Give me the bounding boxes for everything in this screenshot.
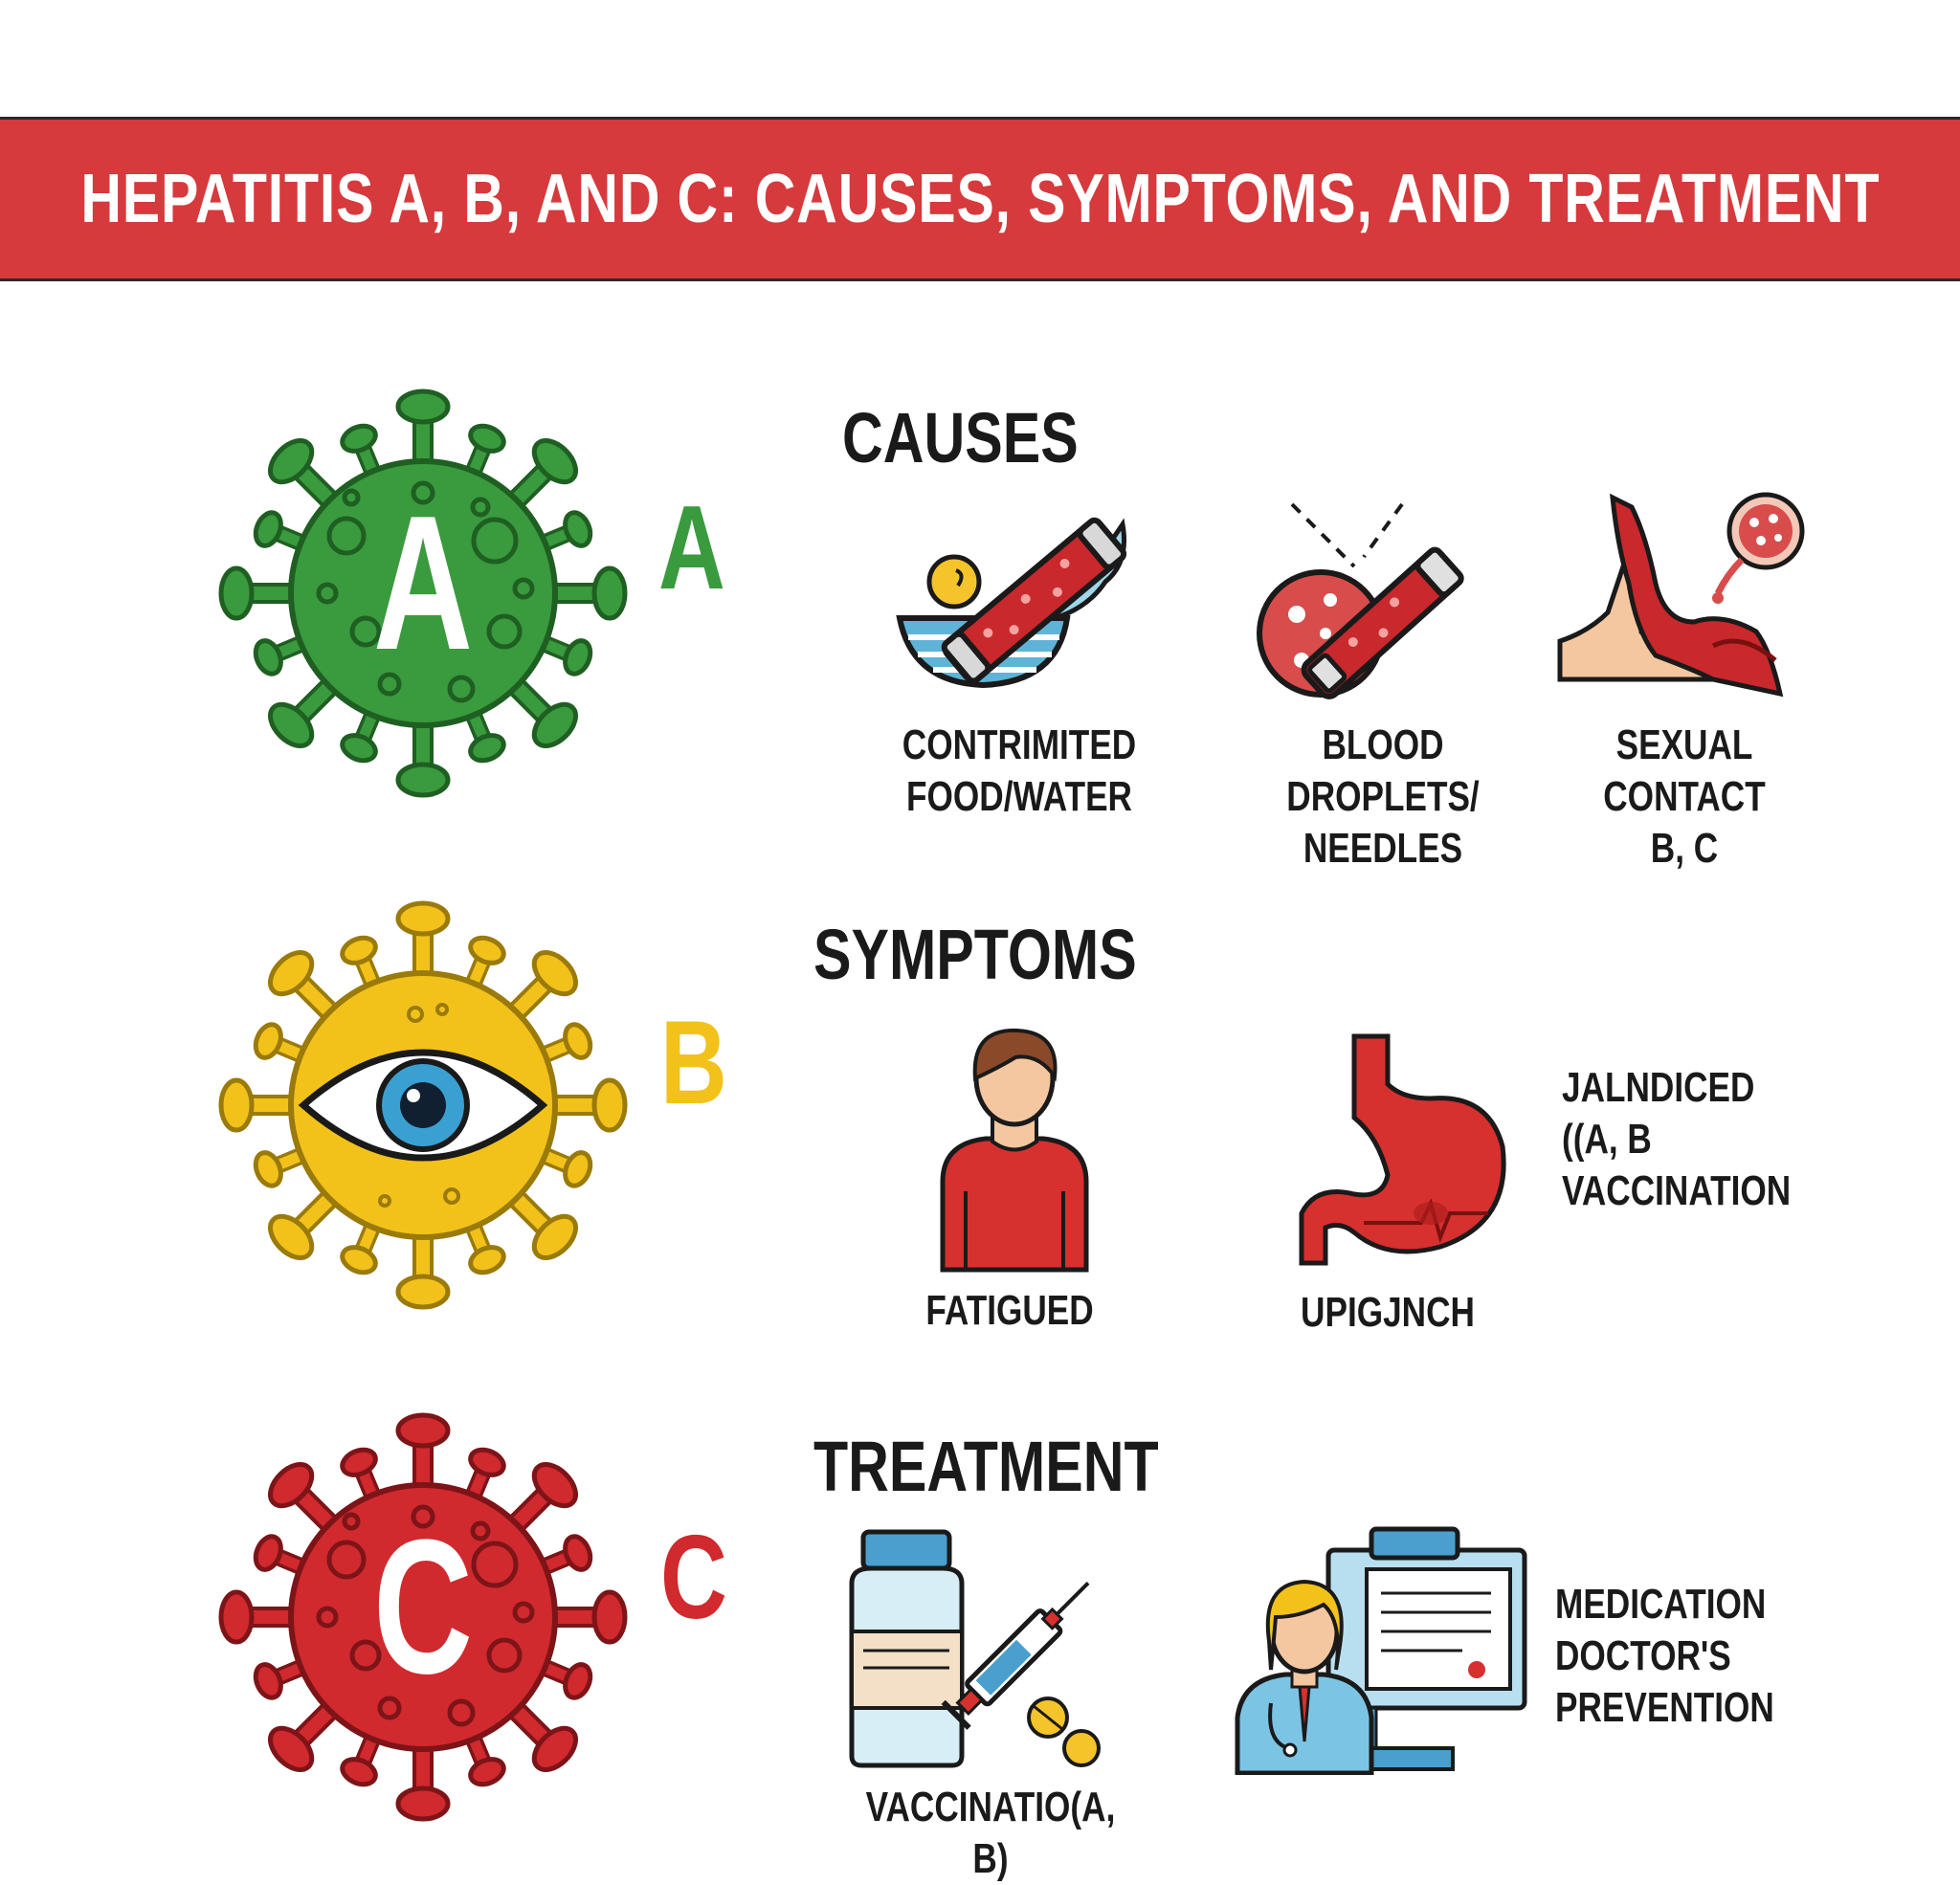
cause-3-caption: SEXUAL CONTACT B, C [1603,721,1766,872]
virus-a-letter: A [658,482,725,614]
treatment-1-caption: VACCINATIO(A, B) [865,1784,1116,1882]
virus-b-letter: B [660,997,727,1129]
virus-c-icon: C [212,1407,634,1828]
symptom-2-caption: UPIGJNCH [1301,1289,1475,1336]
treatment-heading: TREATMENT [813,1427,1159,1506]
cause-2-caption: BLOOD DROPLETS/ NEEDLES [1286,721,1480,872]
symptoms-side-text: JALNDICED ((A, B VACCINATION [1562,1064,1792,1214]
causes-heading: CAUSES [842,398,1079,477]
contaminated-food-icon [895,505,1144,697]
sexual-contact-icon [1550,488,1809,703]
stomach-icon [1297,1031,1522,1266]
title-banner: HEPATITIS A, B, AND C: CAUSES, SYMPTOMS,… [0,117,1960,281]
treatment-side-text: MEDICATION DOCTOR'S PREVENTION [1555,1581,1774,1731]
fatigued-person-icon [933,1019,1096,1273]
blood-needle-icon [1249,499,1483,700]
eye-icon [298,1049,548,1162]
virus-a-inner-letter: A [373,476,473,690]
medicine-syringe-icon [842,1526,1120,1770]
doctor-clipboard-icon [1233,1526,1529,1775]
virus-c-letter: C [660,1512,727,1644]
virus-a-icon: A [212,383,634,804]
virus-b-icon [212,895,634,1316]
cause-1-caption: CONTRIMITED FOOD/WATER [902,721,1137,820]
virus-c-inner-letter: C [373,1499,473,1714]
symptoms-heading: SYMPTOMS [813,915,1137,994]
page-title: HEPATITIS A, B, AND C: CAUSES, SYMPTOMS,… [79,161,1881,237]
symptom-1-caption: FATIGUED [925,1287,1094,1334]
